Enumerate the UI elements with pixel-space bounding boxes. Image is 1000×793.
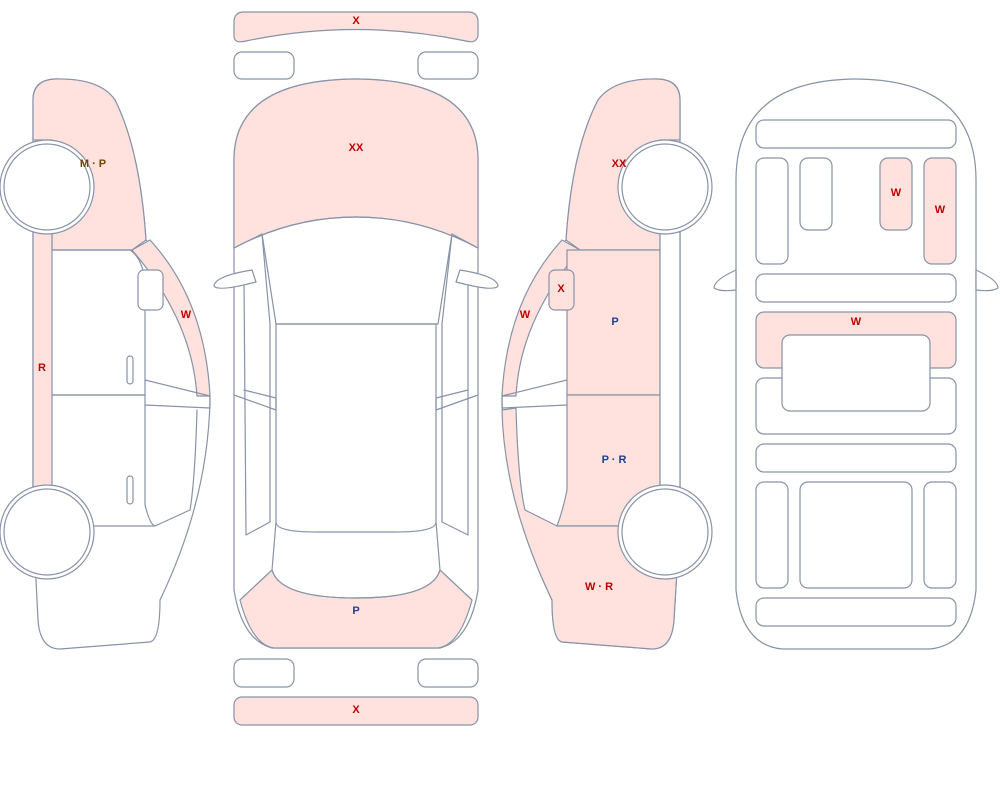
left-window-line [144, 379, 211, 409]
rear-bumper[interactable] [233, 696, 479, 726]
underbody-right-inner-panel[interactable] [879, 157, 913, 231]
underbody-rear-rail[interactable] [755, 597, 957, 627]
right-b-pillar-top [435, 389, 479, 411]
right-rear-wheel[interactable] [621, 488, 709, 576]
right-front-fender-label: XX [612, 158, 627, 170]
underbody-front-rail[interactable] [755, 119, 957, 149]
top-right-mirror[interactable] [455, 269, 499, 289]
right-headlight[interactable] [417, 51, 479, 80]
left-b-pillar-top [233, 389, 277, 411]
roof-panel[interactable] [275, 323, 437, 533]
front-bumper-label: X [352, 15, 360, 27]
left-taillight[interactable] [233, 658, 295, 688]
left-rear-wheel[interactable] [3, 488, 91, 576]
right-taillight[interactable] [417, 658, 479, 688]
right-front-wheel[interactable] [621, 143, 709, 231]
windshield [233, 216, 479, 325]
front-bumper[interactable] [233, 11, 479, 43]
underbody-left-sill-front[interactable] [755, 157, 789, 265]
underbody-left-inner-panel[interactable] [799, 157, 833, 231]
underbody-left-rear-sill[interactable] [755, 481, 789, 589]
left-rocker-label: R [38, 362, 46, 374]
underbody-right-mirror [975, 269, 999, 292]
underbody-view: W W W [713, 78, 999, 650]
right-window-frame [441, 233, 469, 536]
trunk-label: P [352, 605, 359, 617]
underbody-right-sill-front[interactable] [923, 157, 957, 265]
rear-bumper-label: X [352, 704, 360, 716]
underbody-rear-cross-rail[interactable] [755, 443, 957, 473]
underbody-firewall-rail[interactable] [755, 273, 957, 303]
left-rear-window-line [154, 409, 198, 527]
interior-panel-b-label: W [935, 204, 946, 216]
left-headlight[interactable] [233, 51, 295, 80]
underbody-center-tunnel[interactable] [781, 334, 931, 412]
interior-cross-member-label: W [851, 316, 862, 328]
top-view: X XX P X [213, 11, 499, 726]
left-a-pillar-label: W [181, 309, 192, 321]
right-a-pillar-label: W [520, 309, 531, 321]
right-side-view: XX W X P P · R W · R [501, 78, 713, 650]
left-mirror[interactable] [137, 269, 164, 311]
left-front-wheel[interactable] [3, 143, 91, 231]
left-rear-door-handle-icon[interactable] [126, 475, 134, 505]
right-window-line [501, 379, 568, 409]
underbody-right-rear-sill[interactable] [923, 481, 957, 589]
right-front-door-label: P [611, 316, 618, 328]
left-front-door-handle-icon[interactable] [126, 355, 134, 385]
hood-label: XX [349, 142, 364, 154]
top-left-mirror[interactable] [213, 269, 257, 289]
right-rocker-panel[interactable] [659, 231, 681, 488]
right-quarter-panel[interactable] [501, 407, 681, 650]
underbody-left-mirror [713, 269, 737, 292]
interior-panel-a-label: W [891, 187, 902, 199]
rear-window [271, 521, 441, 599]
left-window-frame [243, 233, 271, 536]
left-rocker-panel[interactable] [32, 231, 53, 488]
right-quarter-panel-label: W · R [585, 581, 613, 593]
right-rear-door-label: P · R [602, 454, 627, 466]
right-mirror[interactable] [548, 269, 575, 311]
left-side-view: M · P R W [0, 78, 211, 650]
right-mirror-label: X [557, 283, 565, 295]
left-front-fender-label: M · P [80, 158, 106, 170]
underbody-rear-floor[interactable] [799, 481, 913, 589]
